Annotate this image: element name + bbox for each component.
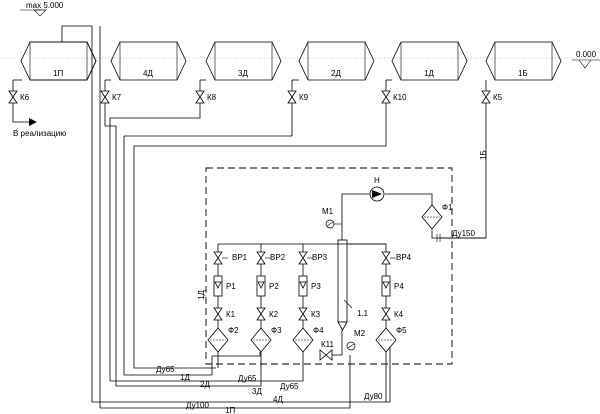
tank-label: 4Д [143,69,153,78]
tank-1d[interactable]: 1Д [391,41,468,81]
branch-regulator: Р1 [226,282,236,291]
valve-label: К7 [112,93,122,102]
branch-valve: К1 [226,310,236,319]
tank-label: 1П [53,69,63,78]
tank-label: 1Б [518,69,528,78]
drain-valve-label: К11 [321,340,335,349]
branch-filter: Ф2 [228,326,239,335]
branch-vent: ВР1 [232,253,248,262]
pipe-4d: 4Д [273,395,283,404]
tank-1b[interactable]: 1Б [485,41,562,81]
pipe-du80: Ду80 [364,392,383,401]
filter-f1[interactable]: Ф1 [421,203,453,230]
branch-vent: ВР4 [396,253,412,262]
tank-outlet-pipes [12,26,487,409]
valve-k8[interactable]: К8 [195,90,217,104]
pump-loop: Н Ф1 Ду150 1Б [341,150,488,242]
branch-valve: К3 [311,310,321,319]
valve-label: К6 [20,93,30,102]
valve-k5[interactable]: К5 [481,90,503,104]
collector-label: 1Д [197,290,206,300]
tank-valves: К6 К7 К8 К9 К10 К5 [8,90,503,104]
realization-label: В реализацию [13,129,66,138]
valve-k7[interactable]: К7 [100,90,122,104]
pipe-1b-label: 1Б [479,150,488,160]
manometer-m1[interactable]: М1 [322,207,342,229]
branch-filter: Ф4 [313,326,324,335]
branch-valve: К2 [269,310,279,319]
level-ground-label: 0.000 [576,50,597,59]
branch-regulator: Р4 [394,282,404,291]
branch-valve: К4 [394,310,404,319]
valve-k9[interactable]: К9 [287,90,309,104]
branch-2[interactable]: ВР2 Р2 К2 Ф3 [250,251,286,353]
tank-4d[interactable]: 4Д [110,41,187,81]
branch-regulator: Р3 [311,282,321,291]
tank-label: 1Д [424,69,434,78]
column-1-1[interactable]: 1.1 [337,239,369,331]
branch-3[interactable]: ВР3 Р3 К3 Ф4 [292,251,328,353]
unit-boundary [205,167,453,365]
pipe-1p: 1П [225,406,235,414]
tank-label: 3Д [238,69,248,78]
manometer-label: М1 [322,207,334,216]
valve-k10[interactable]: К10 [381,90,407,104]
level-top-label: max 5.000 [26,1,64,10]
branch-4[interactable]: ВР4 Р4 К4 Ф5 [375,251,412,353]
pump-n[interactable]: Н [369,176,385,202]
pipe-du65-b: Ду65 [238,374,257,383]
valve-label: К5 [493,93,503,102]
pipe-du65-a: Ду65 [156,365,175,374]
manometer-label: М2 [354,329,366,338]
valve-label: К10 [393,93,407,102]
branch-filter: Ф5 [396,326,407,335]
drain-valve-k11[interactable]: К11 [319,330,343,361]
tank-2d[interactable]: 2Д [298,41,375,81]
manometer-m2[interactable]: М2 [346,329,366,351]
pipe-3d: 3Д [252,387,262,396]
pipe-2d: 2Д [200,380,210,389]
filter-label: Ф1 [442,203,453,212]
pipe-du100: Ду100 [186,401,209,410]
tank-label: 2Д [331,69,341,78]
branch-filter: Ф3 [271,326,282,335]
pipe-du65-c: Ду65 [280,382,299,391]
level-mark-top: max 5.000 [20,1,64,17]
branch-1[interactable]: ВР1 Р1 К1 Ф2 [207,251,248,353]
branch-regulator: Р2 [269,282,279,291]
branch-vent: ВР2 [270,253,286,262]
pump-label: Н [374,176,380,185]
tank-3d[interactable]: 3Д [205,41,282,81]
pipe-1d: 1Д [180,373,190,382]
valve-label: К9 [299,93,309,102]
branch-vent: ВР3 [312,253,328,262]
valve-k6[interactable]: К6 [8,90,30,104]
column-label: 1.1 [357,309,369,318]
pipe-du150-label: Ду150 [452,229,475,238]
valve-label: К8 [207,93,217,102]
